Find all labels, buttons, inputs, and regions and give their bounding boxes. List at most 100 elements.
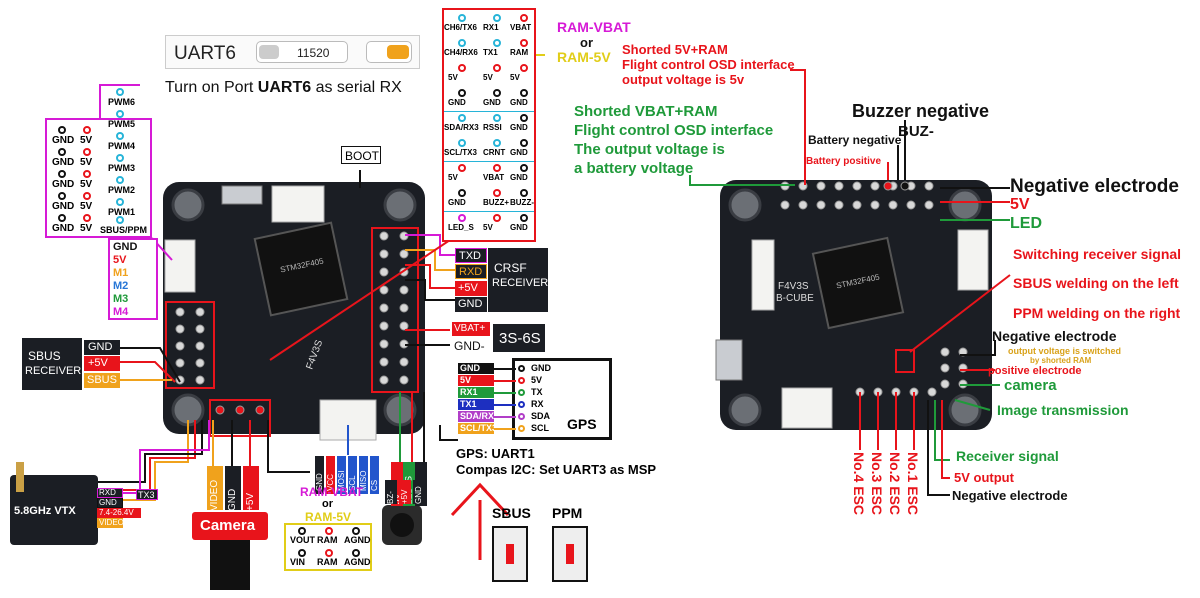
pad-dot [906, 200, 916, 210]
header-pin-dot [458, 114, 466, 122]
header-pin-label: SCL/TX3 [444, 148, 477, 157]
pad-dot [399, 321, 409, 331]
header-pin-label: BUZZ+ [483, 198, 509, 207]
header-pin-label: CH4/RX6 [444, 48, 478, 57]
pwm-pin-dot [116, 110, 124, 118]
gnd-pin-label: GND [52, 157, 75, 168]
right-camera: camera [1004, 377, 1057, 394]
sbus-5v: +5V [84, 356, 120, 371]
camera-pin: VIDEO [207, 466, 223, 511]
pad-dot [852, 181, 862, 191]
pad-dot [379, 321, 389, 331]
i2c-pin: SCL [347, 455, 358, 495]
solder-bridge [895, 349, 915, 373]
jst-connector [271, 185, 325, 223]
camera-pad-dot [325, 549, 333, 557]
sbus-signal: SBUS [84, 373, 120, 388]
header-pin-label: GND [448, 98, 466, 107]
pwm-pin-label: PWM3 [108, 163, 135, 173]
header-pin-label: GND [448, 198, 466, 207]
pwm-pin-dot [116, 198, 124, 206]
vtx-pin-label: 7.4-26.4V [99, 508, 134, 517]
mount-hole [171, 188, 205, 222]
header-pin-dot [493, 39, 501, 47]
right-bottom-connector [781, 387, 833, 429]
header-divider [444, 111, 534, 112]
pwm-pin-label: PWM1 [108, 207, 135, 217]
header-pin-dot [520, 114, 528, 122]
gps-left-label: SDA/RX3 [460, 411, 500, 421]
buzzer-pin: +5V [399, 480, 411, 504]
right-pad-grid [371, 227, 419, 393]
camera-pad-dot [298, 527, 306, 535]
pad-dot [816, 200, 826, 210]
buzzer-core [390, 513, 414, 537]
mount-hole [728, 393, 762, 427]
pad-dot [940, 379, 950, 389]
header-pin-dot [458, 139, 466, 147]
gps-line [494, 392, 516, 394]
header-pin-dot [520, 164, 528, 172]
note-shorted-5v: Shorted 5V+RAM Flight control OSD interf… [622, 42, 795, 87]
pad-dot [900, 181, 910, 191]
pad-dot [379, 375, 389, 385]
pad-dot [175, 307, 185, 317]
pad-dot [780, 200, 790, 210]
camera-pad-dot [352, 527, 360, 535]
pad-dot [870, 200, 880, 210]
5v-pin-dot [83, 126, 91, 134]
pwm-pin-dot [116, 132, 124, 140]
uart6-baud-input[interactable]: 11520 [256, 41, 348, 63]
header-divider [444, 211, 534, 212]
pwm-pin-label: PWM6 [108, 97, 135, 107]
sbus-receiver: SBUS RECEIVER [22, 338, 82, 390]
camera-pin-label: VIDEO [209, 479, 220, 511]
5v-pin-label: 5V [80, 157, 93, 168]
sbus-gnd: GND [84, 340, 120, 355]
gps-right-label: 5V [531, 375, 543, 385]
pwm-pin-label: PWM5 [108, 119, 135, 129]
negative-electrode: Negative electrode [1010, 176, 1179, 197]
pwm-pin-dot [116, 176, 124, 184]
pad-dot [379, 249, 389, 259]
header-pin-label: VBAT [510, 23, 532, 32]
motor-legend-item: 5V [113, 254, 127, 266]
buzzer-negative: Buzzer negative [852, 101, 990, 121]
pad-dot [195, 341, 205, 351]
crsf-txd: TXD [455, 248, 487, 263]
pad-dot [195, 307, 205, 317]
left-pad-grid [165, 301, 215, 389]
positive-electrode: positive electrode [988, 365, 1082, 377]
gps-right-label: RX [531, 399, 544, 409]
header-pin-dot [493, 164, 501, 172]
pad-dot [175, 324, 185, 334]
pad-dot [399, 303, 409, 313]
header-pin-dot [493, 189, 501, 197]
buzzer-pin-label: BZ- [386, 491, 395, 504]
pad-dot [255, 405, 265, 415]
pad-dot [927, 387, 937, 397]
mount-hole [728, 188, 762, 222]
i2c-pin: CS [369, 455, 380, 495]
uart6-serial-rx-toggle[interactable] [366, 41, 412, 63]
mcu-chip-right [811, 236, 905, 330]
i2c-pin-label: CS [370, 479, 379, 491]
camera-pad-box [284, 523, 372, 571]
header-pin-dot [493, 89, 501, 97]
pad-dot [852, 200, 862, 210]
header-pin-dot [520, 89, 528, 97]
header-pin-dot [458, 64, 466, 72]
image-transmission: Image transmission [997, 402, 1129, 418]
uart6-label: UART6 [174, 43, 236, 64]
pad-dot [215, 405, 225, 415]
vtx-tx3-tag: TX3 [136, 489, 158, 500]
vtx-antenna [16, 462, 24, 492]
receiver-signal: Receiver signal [956, 448, 1059, 464]
esc-label: No.4 ESC [851, 452, 867, 516]
gps-right-dot [518, 389, 525, 396]
gnd-pin-label: GND [52, 135, 75, 146]
camera-pad-dot [352, 549, 360, 557]
5v-pin-dot [83, 148, 91, 156]
